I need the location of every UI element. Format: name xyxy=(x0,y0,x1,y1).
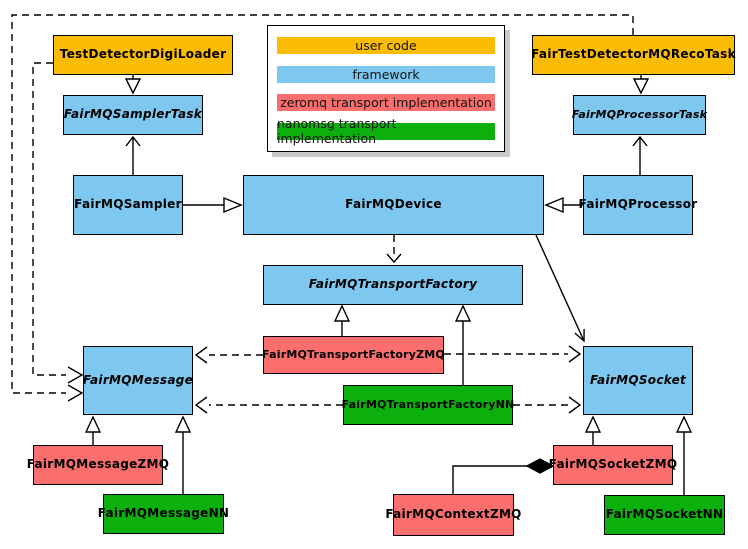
edge-composition-contextzmq-socketzmq xyxy=(452,458,555,494)
node-fairmq-sampler-task: FairMQSamplerTask xyxy=(63,95,203,135)
edge-inheritance-messagezmq-message xyxy=(84,415,102,445)
node-fairmq-socket-zmq: FairMQSocketZMQ xyxy=(549,445,677,485)
node-fairmq-context-zmq: FairMQContextZMQ xyxy=(385,494,521,536)
edge-inheritance-digiloader-samplertask xyxy=(124,75,142,95)
node-label: FairMQTransportFactoryZMQ xyxy=(262,347,445,361)
node-label: FairMQTransportFactory xyxy=(308,277,478,292)
edge-inheritance-transportfactorynn-transportfactory xyxy=(454,304,472,385)
node-label: FairMQSocketZMQ xyxy=(548,457,678,472)
legend-item-framework: framework xyxy=(277,65,495,83)
node-fair-test-detector-mq-reco-task: FairTestDetectorMQRecoTask xyxy=(531,35,736,75)
node-fairmq-processor: FairMQProcessor xyxy=(579,175,697,235)
edge-association-sampler-samplertask xyxy=(125,135,141,175)
edge-inheritance-messagenn-message xyxy=(174,415,192,494)
edge-inheritance-sampler-device xyxy=(183,196,243,214)
legend-label: user code xyxy=(355,38,417,53)
edge-inheritance-recotask-processortask xyxy=(632,75,650,95)
node-fairmq-processor-task: FairMQProcessorTask xyxy=(571,95,708,135)
node-fairmq-socket-nn: FairMQSocketNN xyxy=(604,495,725,535)
edge-inheritance-socketnn-socket xyxy=(675,415,693,495)
node-test-detector-digi-loader: TestDetectorDigiLoader xyxy=(53,35,233,75)
legend-item-nanomsg: nanomsg transport implementation xyxy=(277,116,495,146)
node-fairmq-message-zmq: FairMQMessageZMQ xyxy=(27,445,169,485)
node-fairmq-transport-factory: FairMQTransportFactory xyxy=(263,265,523,305)
edge-dependency-device-transportfactory xyxy=(386,235,402,264)
legend: user code framework zeromq transport imp… xyxy=(267,25,505,152)
node-label: FairMQContextZMQ xyxy=(385,507,522,522)
edge-inheritance-transportfactoryzmq-transportfactory xyxy=(333,304,351,336)
node-label: FairMQSamplerTask xyxy=(63,107,203,122)
edge-dependency-transportfactorynn-socket xyxy=(513,396,582,414)
node-fairmq-device: FairMQDevice xyxy=(243,175,544,235)
node-label: FairMQMessage xyxy=(82,372,194,387)
node-label: FairMQTransportFactoryNN xyxy=(341,397,515,411)
node-label: FairMQMessageZMQ xyxy=(26,457,170,472)
node-fairmq-message-nn: FairMQMessageNN xyxy=(98,494,229,534)
node-label: FairMQDevice xyxy=(345,197,442,212)
node-fairmq-message: FairMQMessage xyxy=(83,346,193,415)
edge-association-device-socket xyxy=(535,234,585,343)
edge-inheritance-processor-device xyxy=(544,196,583,214)
node-label: FairMQProcessorTask xyxy=(571,107,708,121)
node-label: FairTestDetectorMQRecoTask xyxy=(531,47,736,62)
legend-label: nanomsg transport implementation xyxy=(277,116,397,147)
node-fairmq-socket: FairMQSocket xyxy=(583,346,693,415)
node-label: FairMQSampler xyxy=(74,197,182,212)
node-fairmq-transport-factory-zmq: FairMQTransportFactoryZMQ xyxy=(262,336,445,374)
edge-dependency-transportfactorynn-message xyxy=(194,396,343,414)
edge-dependency-transportfactoryzmq-socket xyxy=(444,345,582,363)
legend-item-zeromq: zeromq transport implementation xyxy=(277,94,495,112)
edge-association-processor-processortask xyxy=(632,135,648,175)
edge-inheritance-socketzmq-socket xyxy=(584,415,602,445)
legend-item-user-code: user code xyxy=(277,37,495,54)
node-label: TestDetectorDigiLoader xyxy=(59,47,227,62)
legend-label: framework xyxy=(352,66,420,82)
edge-dependency-transportfactoryzmq-message xyxy=(194,346,263,364)
legend-label: zeromq transport implementation xyxy=(280,95,492,111)
node-label: FairMQProcessor xyxy=(578,197,698,212)
node-label: FairMQSocketNN xyxy=(605,507,724,522)
node-label: FairMQMessageNN xyxy=(97,506,230,521)
node-fairmq-sampler: FairMQSampler xyxy=(73,175,183,235)
node-label: FairMQSocket xyxy=(589,372,687,387)
node-fairmq-transport-factory-nn: FairMQTransportFactoryNN xyxy=(341,385,515,425)
